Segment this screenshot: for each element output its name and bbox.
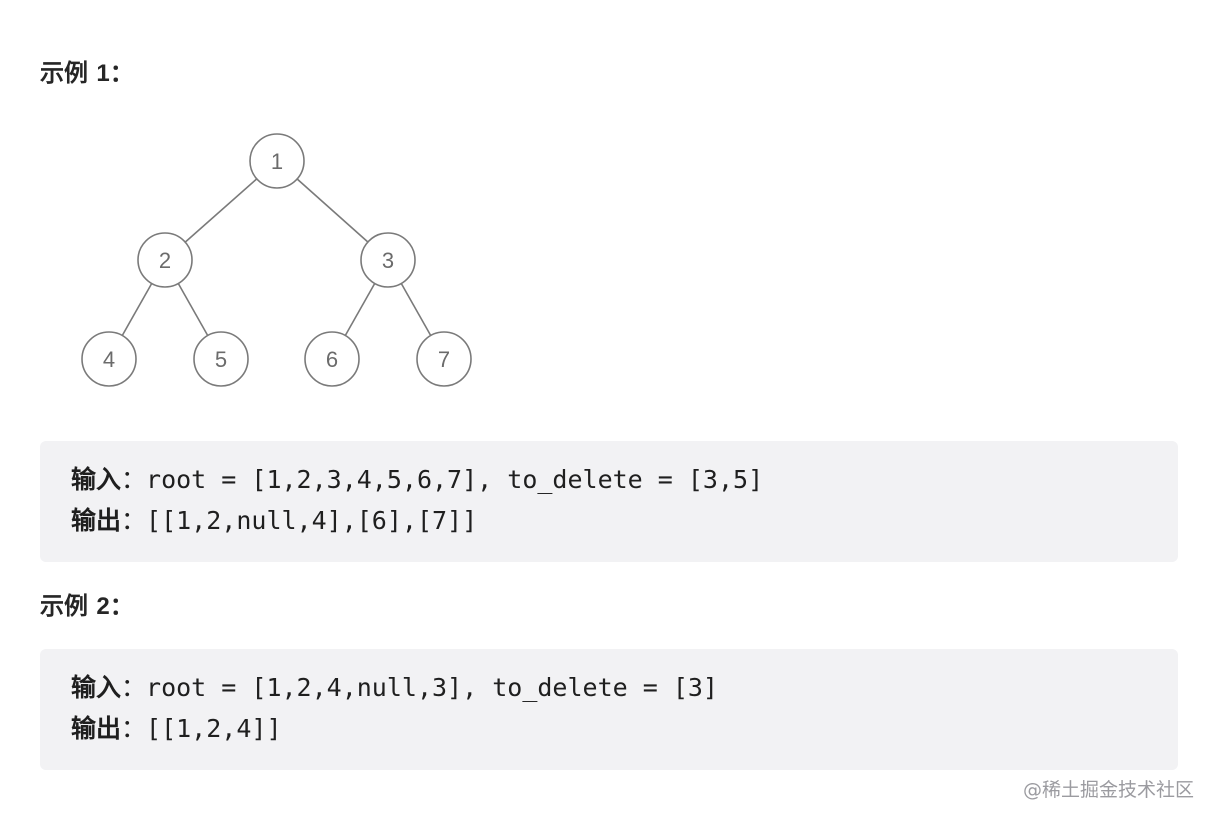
tree-node-label: 4 — [103, 347, 115, 372]
tree-node-6: 6 — [304, 331, 360, 387]
example-1-heading: 示例 1： — [40, 58, 134, 89]
example-1-code-block: 输入：root = [1,2,3,4,5,6,7], to_delete = [… — [40, 441, 1178, 562]
tree-node-circle — [81, 331, 137, 387]
example-2-heading-number: 2 — [96, 593, 110, 620]
tree-edge-2-5 — [177, 283, 209, 336]
output-value: [[1,2,4]] — [146, 714, 282, 743]
tree-node-4: 4 — [81, 331, 137, 387]
input-label: 输入 — [71, 465, 122, 494]
tree-node-label: 3 — [382, 248, 394, 273]
site-watermark: @稀土掘金技术社区 — [1022, 779, 1194, 801]
output-label: 输出 — [71, 506, 122, 535]
tree-edge-1-2 — [184, 178, 258, 243]
output-value: [[1,2,null,4],[6],[7]] — [146, 506, 478, 535]
example-2-heading-prefix: 示例 — [40, 592, 97, 620]
example-1-heading-suffix: ： — [109, 59, 134, 87]
tree-node-circle — [416, 331, 472, 387]
tree-edge-3-7 — [400, 283, 432, 336]
example-1-heading-number: 1 — [96, 60, 110, 87]
tree-node-1: 1 — [249, 133, 305, 189]
tree-edges — [121, 178, 432, 336]
example-1-input-line: 输入：root = [1,2,3,4,5,6,7], to_delete = [… — [71, 459, 1147, 500]
input-value: root = [1,2,4,null,3], to_delete = [3] — [146, 673, 718, 702]
example-2-heading-suffix: ： — [109, 592, 134, 620]
binary-tree-diagram: 1 2 3 4 5 6 7 — [81, 133, 472, 387]
example-2-heading: 示例 2： — [40, 591, 134, 622]
tree-node-label: 6 — [326, 347, 338, 372]
tree-node-label: 7 — [438, 347, 450, 372]
example-2-code-block: 输入：root = [1,2,4,null,3], to_delete = [3… — [40, 649, 1178, 770]
tree-node-label: 2 — [159, 248, 171, 273]
input-label: 输入 — [71, 673, 122, 702]
tree-node-circle — [360, 232, 416, 288]
tree-node-circle — [193, 331, 249, 387]
input-colon: ： — [121, 465, 147, 494]
example-1-heading-prefix: 示例 — [40, 59, 97, 87]
example-2-output-line: 输出：[[1,2,4]] — [71, 708, 1147, 749]
tree-node-label: 1 — [271, 149, 283, 174]
tree-node-7: 7 — [416, 331, 472, 387]
tree-edge-1-3 — [296, 178, 369, 243]
input-value: root = [1,2,3,4,5,6,7], to_delete = [3,5… — [146, 465, 764, 494]
tree-node-circle — [304, 331, 360, 387]
tree-edge-2-4 — [121, 283, 153, 336]
input-colon: ： — [121, 673, 147, 702]
tree-node-3: 3 — [360, 232, 416, 288]
example-1-output-line: 输出：[[1,2,null,4],[6],[7]] — [71, 500, 1147, 541]
tree-node-5: 5 — [193, 331, 249, 387]
tree-node-2: 2 — [137, 232, 193, 288]
output-label: 输出 — [71, 714, 122, 743]
tree-edge-3-6 — [344, 283, 376, 336]
example-2-input-line: 输入：root = [1,2,4,null,3], to_delete = [3… — [71, 667, 1147, 708]
tree-node-circle — [249, 133, 305, 189]
tree-node-circle — [137, 232, 193, 288]
tree-nodes: 1 2 3 4 5 6 7 — [81, 133, 472, 387]
output-colon: ： — [121, 506, 147, 535]
tree-node-label: 5 — [215, 347, 227, 372]
output-colon: ： — [121, 714, 147, 743]
